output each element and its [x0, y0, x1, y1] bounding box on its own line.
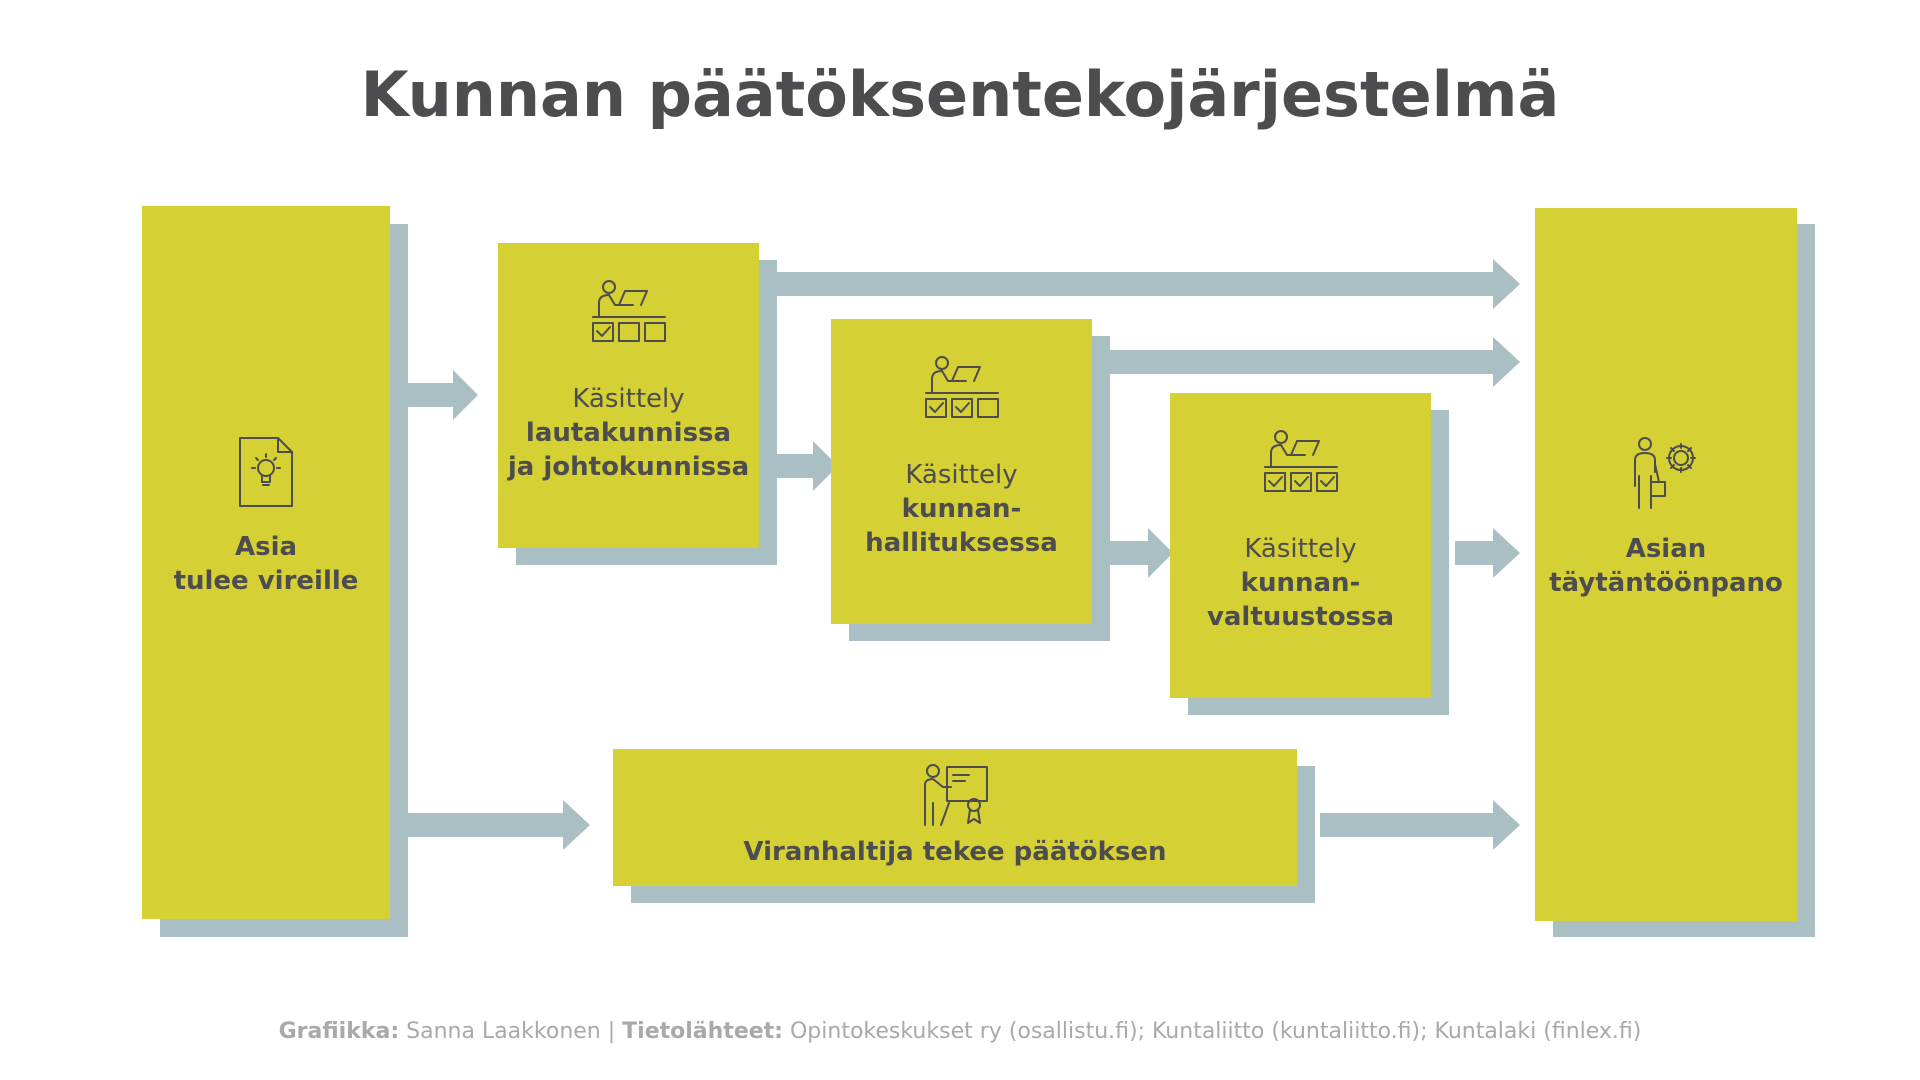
arrow-boards-to-government [775, 454, 815, 478]
node-officeholder-label: Viranhaltija tekee päätöksen [743, 837, 1167, 867]
node-end-line1: Asian [1625, 534, 1707, 564]
node-officeholder: Viranhaltija tekee päätöksen [613, 749, 1297, 886]
node-government-line3: hallituksessa [865, 528, 1058, 558]
node-end-line2: täytäntöönpano [1549, 568, 1783, 598]
arrow-officeholder-to-end [1320, 813, 1495, 837]
arrow-government-to-end [1110, 350, 1495, 374]
node-boards-line2: lautakunnissa [525, 418, 732, 448]
node-council-line2: kunnan- [1240, 568, 1361, 598]
footer-sources-label: Tietolähteet: [622, 1019, 783, 1044]
node-end: Asian täytäntöönpano [1535, 208, 1797, 921]
meeting-checklist-icon [922, 355, 1002, 429]
node-boards-line1: Käsittely [572, 384, 685, 414]
node-government-line2: kunnan- [901, 494, 1022, 524]
arrow-boards-to-end [775, 272, 1495, 296]
meeting-checklist-icon [589, 279, 669, 353]
arrow-start-to-boards [405, 383, 455, 407]
footer-credits: Grafiikka: Sanna Laakkonen | Tietolähtee… [0, 1019, 1920, 1044]
page-title: Kunnan päätöksentekojärjestelmä [360, 58, 1560, 131]
idea-document-icon [236, 434, 296, 514]
node-start: Asia tulee vireille [142, 206, 390, 919]
node-boards-line3: ja johtokunnissa [507, 452, 750, 482]
meeting-checklist-icon [1261, 429, 1341, 503]
footer-credit-label: Grafiikka: [278, 1019, 400, 1044]
node-council-line3: valtuustossa [1206, 602, 1395, 632]
node-start-line1: Asia [234, 532, 298, 562]
footer-sources-value: Opintokeskukset ry (osallistu.fi); Kunta… [789, 1019, 1642, 1044]
node-council: Käsittely kunnan- valtuustossa [1170, 393, 1431, 698]
arrow-start-to-officeholder [405, 813, 565, 837]
node-government: Käsittely kunnan- hallituksessa [831, 319, 1092, 624]
arrow-council-to-end [1455, 541, 1495, 565]
node-boards: Käsittely lautakunnissa ja johtokunnissa [498, 243, 759, 548]
presenter-certificate-icon [919, 763, 991, 831]
node-start-line2: tulee vireille [173, 566, 359, 596]
footer-credit-value: Sanna Laakkonen | [406, 1019, 616, 1044]
person-gear-icon [1629, 436, 1703, 516]
node-council-line1: Käsittely [1244, 534, 1357, 564]
node-government-line1: Käsittely [905, 460, 1018, 490]
arrow-government-to-council [1110, 541, 1150, 565]
